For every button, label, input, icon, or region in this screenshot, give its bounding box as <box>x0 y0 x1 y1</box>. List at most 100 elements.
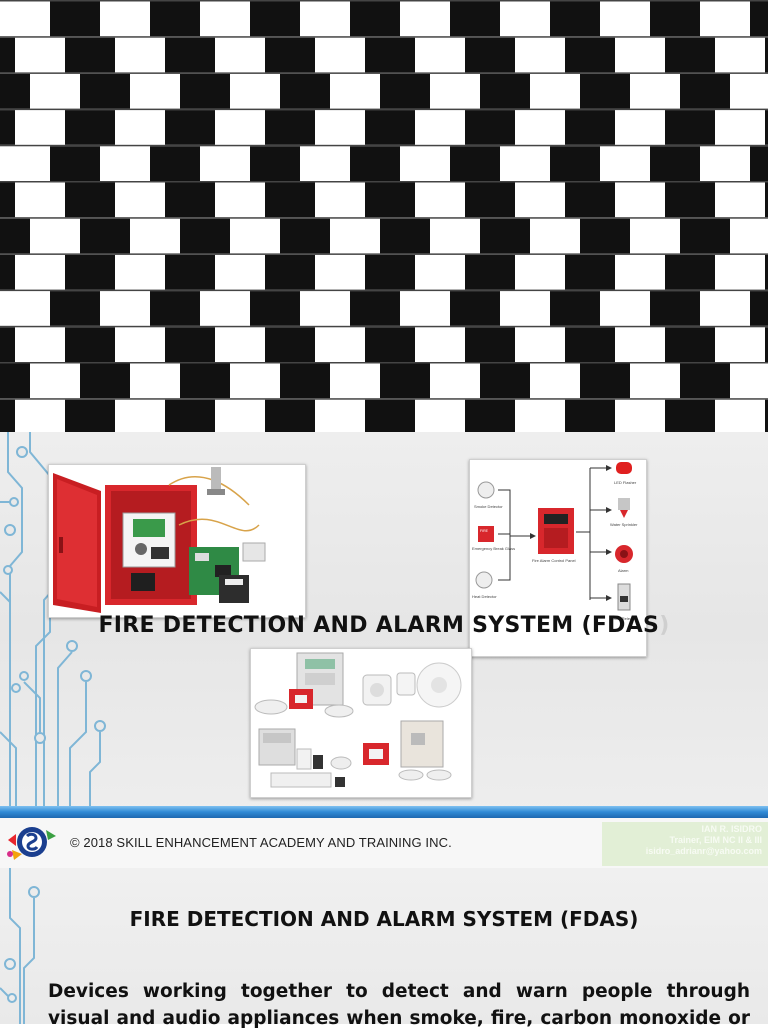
copyright-text: © 2018 SKILL ENHANCEMENT ACADEMY AND TRA… <box>70 835 452 850</box>
illusion-tile <box>180 363 230 399</box>
illusion-tile <box>565 110 615 145</box>
illusion-tile <box>150 1 200 37</box>
slide1-title-suffix: ) <box>659 613 670 638</box>
illusion-tile <box>680 218 730 254</box>
illusion-tile <box>550 291 600 326</box>
illusion-tile <box>65 182 115 218</box>
illusion-tile <box>465 110 515 145</box>
fdas-diagram: Smoke Detector FIRE Emergency Break Glas… <box>469 459 647 657</box>
illusion-tile <box>650 291 700 326</box>
illusion-tile <box>665 254 715 290</box>
illusion-tile <box>750 291 768 326</box>
illusion-tile <box>365 110 415 145</box>
trainer-role: Trainer, EIM NC II & III <box>669 835 762 845</box>
illusion-tile <box>150 291 200 326</box>
fdas-cabinet-photo <box>48 464 306 618</box>
fire-alarm-cabinet-image <box>49 465 305 617</box>
illusion-tile <box>765 327 768 362</box>
illusion-tile <box>265 327 315 362</box>
illusion-tile <box>165 254 215 290</box>
illusion-mortar-line <box>0 108 768 111</box>
illusion-tile <box>665 37 715 73</box>
illusion-tile <box>180 218 230 254</box>
fdas-flow-diagram: Smoke Detector FIRE Emergency Break Glas… <box>470 460 646 656</box>
illusion-tile <box>665 327 715 362</box>
illusion-mortar-line <box>0 0 768 2</box>
label-water-sprinkler: Water Sprinkler <box>610 522 638 527</box>
illusion-tile <box>265 37 315 73</box>
illusion-tile <box>0 363 30 399</box>
label-control-panel: Fire Alarm Control Panel <box>532 558 576 563</box>
illusion-tile <box>0 182 15 218</box>
slide-fdas-overview: Smoke Detector FIRE Emergency Break Glas… <box>0 432 768 868</box>
illusion-tile <box>365 182 415 218</box>
label-alarm: Alarm <box>618 568 629 573</box>
illusion-tile <box>0 399 15 432</box>
label-break-glass: Emergency Break Glass <box>472 546 515 551</box>
academy-logo <box>7 827 56 860</box>
illusion-tile <box>480 218 530 254</box>
illusion-tile <box>80 73 130 109</box>
slide-fdas-definition <box>0 868 768 1024</box>
label-heat-detector: Heat Detector <box>472 594 497 599</box>
illusion-tile <box>465 399 515 432</box>
illusion-mortar-line <box>0 217 768 219</box>
label-smoke-detector: Smoke Detector <box>474 504 503 509</box>
illusion-mortar-line <box>0 253 768 255</box>
illusion-tile <box>65 399 115 432</box>
illusion-tile <box>580 73 630 109</box>
trainer-name: IAN R. ISIDRO <box>701 824 762 834</box>
illusion-tile <box>250 146 300 181</box>
illusion-tile <box>550 1 600 37</box>
illusion-tile <box>565 399 615 432</box>
illusion-tile <box>580 363 630 399</box>
illusion-tile <box>665 110 715 145</box>
illusion-tile <box>765 254 768 290</box>
illusion-tile <box>680 363 730 399</box>
illusion-tile <box>465 37 515 73</box>
illusion-tile <box>365 327 415 362</box>
illusion-tile <box>665 182 715 218</box>
illusion-tile <box>450 1 500 37</box>
label-led-flasher: LED Flasher <box>614 480 637 485</box>
illusion-mortar-line <box>0 398 768 400</box>
illusion-tile <box>165 37 215 73</box>
illusion-tile <box>765 37 768 73</box>
illusion-tile <box>265 110 315 145</box>
illusion-tile <box>565 327 615 362</box>
illusion-tile <box>150 146 200 181</box>
illusion-tile <box>80 363 130 399</box>
illusion-tile <box>280 363 330 399</box>
illusion-tile <box>650 146 700 181</box>
illusion-mortar-line <box>0 362 768 364</box>
illusion-tile <box>750 1 768 37</box>
illusion-tile <box>650 1 700 37</box>
illusion-tile <box>465 182 515 218</box>
illusion-tile <box>50 291 100 326</box>
illusion-tile <box>465 327 515 362</box>
illusion-tile <box>750 146 768 181</box>
illusion-tile <box>350 291 400 326</box>
illusion-tile <box>180 73 230 109</box>
label-fire-sign: FIRE <box>480 529 489 533</box>
illusion-tile <box>165 182 215 218</box>
illusion-tile <box>450 291 500 326</box>
illusion-tile <box>680 73 730 109</box>
slide1-title-main: FIRE DETECTION AND ALARM SYSTEM (FDAS <box>98 613 660 638</box>
illusion-tile <box>665 399 715 432</box>
illusion-tile <box>65 110 115 145</box>
slide-divider-bar <box>0 806 768 818</box>
illusion-tile <box>265 182 315 218</box>
slide2-title: FIRE DETECTION AND ALARM SYSTEM (FDAS) <box>129 907 639 931</box>
illusion-tile <box>165 399 215 432</box>
illusion-tile <box>365 399 415 432</box>
illusion-tile <box>380 73 430 109</box>
illusion-tile <box>450 146 500 181</box>
illusion-mortar-line <box>0 325 768 328</box>
cafe-wall-illusion <box>0 0 768 432</box>
illusion-tile <box>765 110 768 145</box>
illusion-tile <box>380 218 430 254</box>
illusion-tile <box>0 254 15 290</box>
label-door-release: Door Release <box>612 616 637 621</box>
illusion-mortar-line <box>0 289 768 292</box>
